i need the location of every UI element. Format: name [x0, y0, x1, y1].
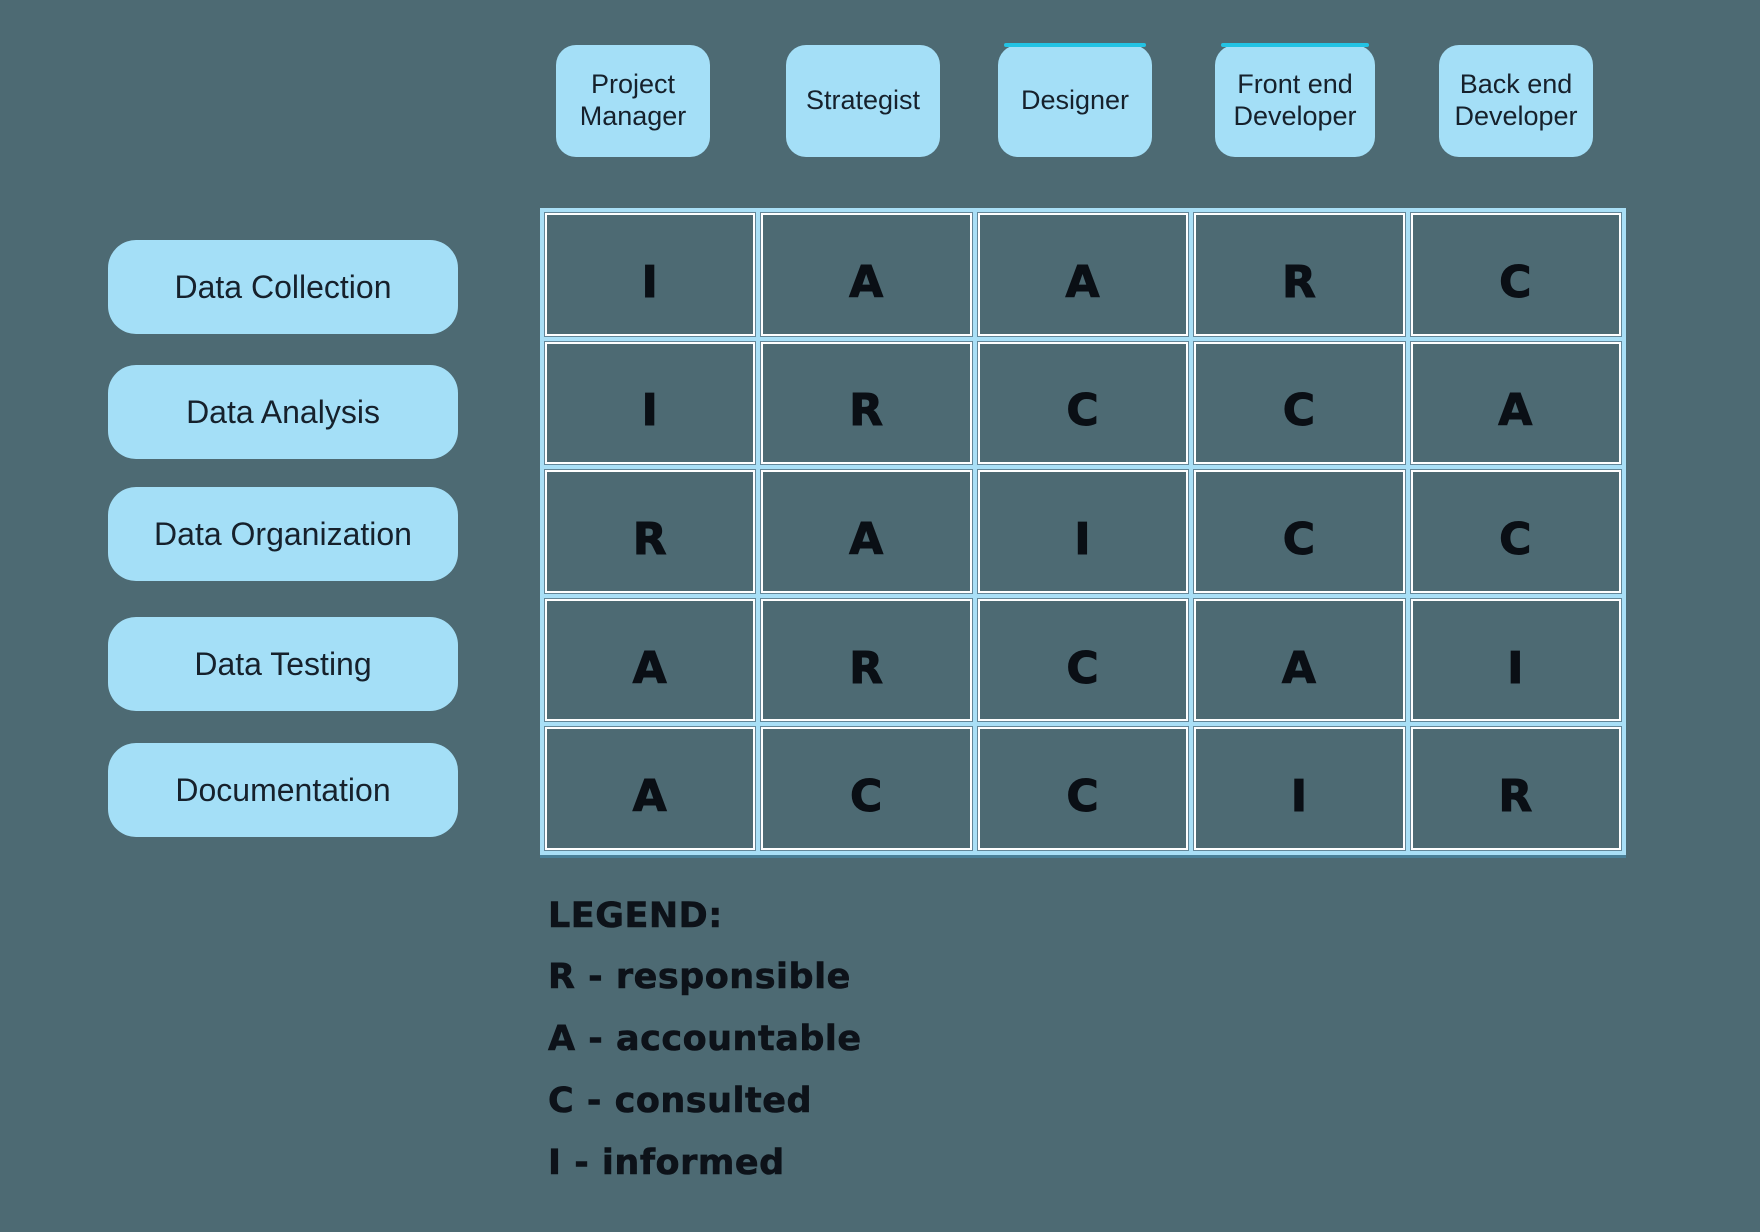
raci-cell: A	[1193, 597, 1406, 723]
row-label-text: Data Testing	[194, 645, 372, 682]
legend-item-informed: I - informed	[548, 1143, 785, 1184]
raci-cell: I	[1193, 726, 1406, 851]
column-header-label: Back end Developer	[1454, 69, 1578, 131]
column-header-front-end-developer: Front end Developer	[1215, 43, 1375, 157]
raci-cell: C	[760, 726, 973, 851]
raci-cell: I	[543, 340, 757, 466]
legend-item-consulted: C - consulted	[548, 1081, 813, 1122]
raci-cell: A	[760, 469, 973, 594]
raci-cell: C	[976, 597, 1190, 723]
column-header-strategist: Strategist	[786, 45, 940, 157]
raci-cell: A	[543, 597, 757, 723]
row-label-documentation: Documentation	[108, 743, 458, 837]
row-label-text: Data Organization	[154, 515, 412, 552]
legend-item-accountable: A - accountable	[548, 1019, 862, 1060]
raci-cell: I	[543, 212, 757, 337]
raci-cell: A	[760, 212, 973, 337]
raci-cell: A	[543, 726, 757, 851]
raci-cell: C	[1193, 340, 1406, 466]
raci-cell: A	[976, 212, 1190, 337]
raci-cell: I	[976, 469, 1190, 594]
row-label-data-testing: Data Testing	[108, 617, 458, 711]
raci-cell: R	[543, 469, 757, 594]
raci-grid: I A A R C I R C C A R A I C C A R C A I …	[540, 208, 1626, 855]
raci-cell: C	[1409, 469, 1622, 594]
legend-item-responsible: R - responsible	[548, 957, 851, 998]
row-label-text: Data Analysis	[186, 393, 380, 430]
row-label-data-organization: Data Organization	[108, 487, 458, 581]
row-label-data-collection: Data Collection	[108, 240, 458, 334]
column-header-label: Designer	[1020, 85, 1130, 116]
legend: LEGEND: R - responsible A - accountable …	[548, 896, 862, 1205]
raci-cell: C	[1409, 212, 1622, 337]
row-label-data-analysis: Data Analysis	[108, 365, 458, 459]
raci-cell: C	[976, 726, 1190, 851]
row-label-text: Documentation	[175, 771, 391, 808]
raci-cell: R	[760, 340, 973, 466]
column-header-label: Project Manager	[579, 69, 687, 131]
column-header-back-end-developer: Back end Developer	[1439, 45, 1593, 157]
raci-cell: A	[1409, 340, 1622, 466]
legend-title: LEGEND:	[548, 896, 723, 937]
raci-cell: C	[976, 340, 1190, 466]
raci-cell: I	[1409, 597, 1622, 723]
raci-cell: R	[1193, 212, 1406, 337]
column-header-designer: Designer	[998, 43, 1152, 157]
raci-cell: R	[760, 597, 973, 723]
row-label-text: Data Collection	[174, 268, 392, 305]
raci-cell: C	[1193, 469, 1406, 594]
column-header-label: Strategist	[805, 85, 921, 116]
column-header-project-manager: Project Manager	[556, 45, 710, 157]
column-header-label: Front end Developer	[1233, 69, 1357, 131]
raci-cell: R	[1409, 726, 1622, 851]
